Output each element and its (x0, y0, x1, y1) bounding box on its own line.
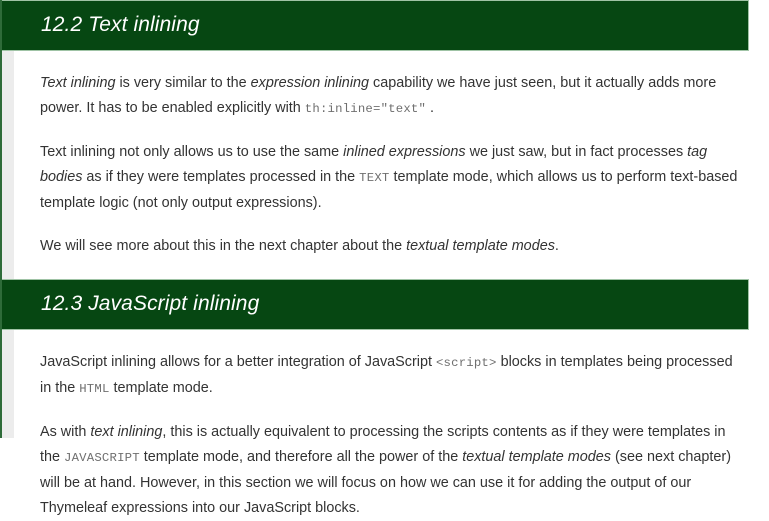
left-accent-rule (0, 0, 2, 438)
document-page: 12.2 Text inlining Text inlining is very… (0, 0, 749, 516)
section-body-12-3: JavaScript inlining allows for a better … (0, 350, 769, 521)
emphasis-text: inlined expressions (343, 144, 466, 160)
inline-code: JAVASCRIPT (64, 451, 140, 465)
section-title-12-2: 12.2 Text inlining (41, 13, 200, 36)
inline-code: TEXT (359, 171, 390, 185)
paragraph: We will see more about this in the next … (40, 238, 559, 254)
paragraph: As with text inlining, this is actually … (40, 424, 731, 516)
emphasis-text: tag bodies (40, 144, 708, 185)
paragraph: JavaScript inlining allows for a better … (40, 354, 733, 396)
section-gap (0, 259, 769, 279)
paragraph: Text inlining not only allows us to use … (40, 144, 738, 211)
section-heading-bar-12-3: 12.3 JavaScript inlining (0, 279, 749, 330)
emphasis-text: text inlining (90, 424, 163, 440)
emphasis-text: textual template modes (462, 449, 611, 465)
section-heading-bar-12-2: 12.2 Text inlining (0, 0, 749, 51)
emphasis-text: textual template modes (406, 238, 555, 254)
section-title-12-3: 12.3 JavaScript inlining (41, 292, 260, 315)
inline-code: HTML (79, 382, 110, 396)
emphasis-text: Text inlining (40, 75, 116, 91)
emphasis-text: expression inlining (250, 75, 370, 91)
heading-spacer (0, 330, 769, 350)
heading-spacer (0, 51, 769, 71)
section-body-12-2: Text inlining is very similar to the exp… (0, 71, 769, 259)
paragraph: Text inlining is very similar to the exp… (40, 75, 717, 116)
inline-code: <script> (435, 356, 497, 370)
inline-code: th:inline="text" (304, 102, 427, 116)
